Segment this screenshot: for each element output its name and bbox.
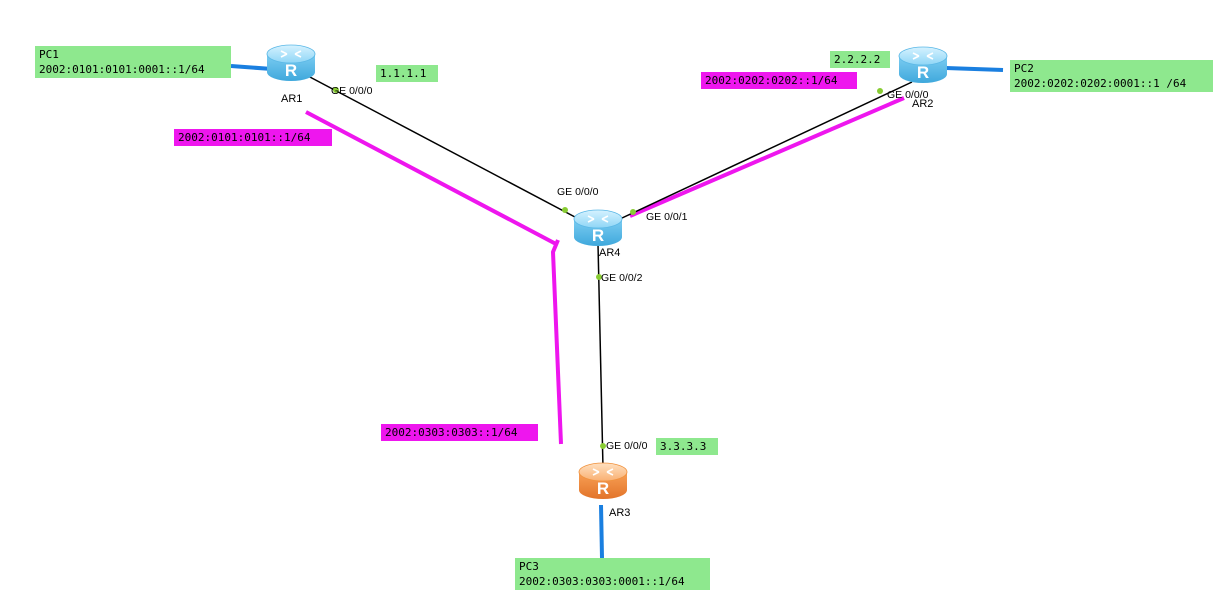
pc2-name: PC2 [1014, 62, 1034, 75]
pc2-ip: 2002:0202:0202:0001::1 /64 [1014, 77, 1187, 90]
link-pc2-ar2[interactable] [945, 66, 1004, 72]
port-label-ar4-ge002: GE 0/0/2 [601, 272, 643, 284]
route-path-ar1-ar4 [305, 110, 557, 246]
pc1-name: PC1 [39, 48, 59, 61]
svg-text:R: R [597, 479, 609, 498]
port-dot-ar3-ge000 [600, 443, 606, 449]
port-dot-ar4-ge002 [596, 274, 602, 280]
router-ar1-name: AR1 [281, 93, 303, 105]
pc2-label[interactable]: PC2 2002:0202:0202:0001::1 /64 [1010, 60, 1213, 92]
port-label-ar1-ge000: GE 0/0/0 [331, 85, 373, 97]
route-path-ar2-ar4 [629, 96, 905, 218]
link-ar1-ar4[interactable] [307, 75, 593, 227]
port-dot-ar1-ge000 [333, 87, 339, 93]
network-label-net1: 2002:0101:0101::1/64 [174, 129, 332, 146]
router-ar3-icon[interactable]: R [578, 462, 628, 499]
svg-text:R: R [592, 226, 604, 245]
port-label-ar3-ge000: GE 0/0/0 [606, 440, 648, 452]
port-dot-ar2-ge000 [877, 88, 883, 94]
network-label-net3: 2002:0303:0303::1/64 [381, 424, 538, 441]
svg-text:R: R [917, 63, 929, 82]
pc1-ip: 2002:0101:0101:0001::1/64 [39, 63, 205, 76]
router-ar2-icon[interactable]: R [898, 46, 948, 83]
ar3-loopback-label: 3.3.3.3 [656, 438, 718, 455]
pc1-label[interactable]: PC1 2002:0101:0101:0001::1/64 [35, 46, 231, 78]
pc3-label[interactable]: PC3 2002:0303:0303:0001::1/64 [515, 558, 710, 590]
router-ar3-name: AR3 [609, 507, 631, 519]
port-label-ar2-ge000: GE 0/0/0 [887, 89, 929, 101]
pc3-ip: 2002:0303:0303:0001::1/64 [519, 575, 685, 588]
ar2-loopback-label: 2.2.2.2 [830, 51, 890, 68]
route-path-ar4-ar3 [550, 239, 563, 445]
pc3-name: PC3 [519, 560, 539, 573]
link-pc3-ar3[interactable] [599, 504, 604, 559]
link-ar2-ar4[interactable] [604, 81, 913, 227]
router-ar2-name: AR2 [912, 98, 934, 110]
ar1-loopback-label: 1.1.1.1 [376, 65, 438, 82]
port-dot-ar4-ge000 [562, 207, 568, 213]
link-pc1-ar1[interactable] [230, 64, 273, 71]
port-label-ar4-ge000: GE 0/0/0 [557, 186, 599, 198]
network-label-net2: 2002:0202:0202::1/64 [701, 72, 857, 89]
router-ar4-name: AR4 [599, 247, 621, 259]
svg-text:R: R [285, 61, 297, 80]
port-label-ar4-ge001: GE 0/0/1 [646, 211, 688, 223]
router-ar4-icon[interactable]: R [573, 209, 623, 246]
link-ar4-ar3[interactable] [597, 243, 604, 469]
port-dot-ar4-ge001 [630, 209, 636, 215]
router-ar1-icon[interactable]: R [266, 44, 316, 81]
